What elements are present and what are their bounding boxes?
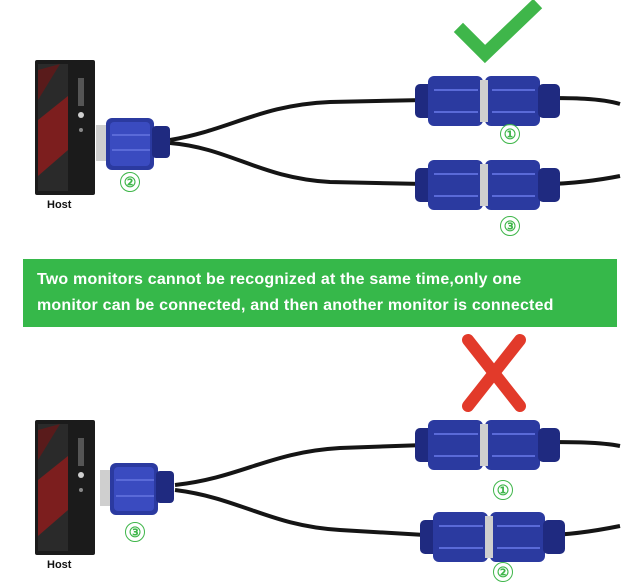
vga-plug-icon [96,118,170,170]
banner-line-1: Two monitors cannot be recognized at the… [37,271,522,288]
host-label: Host [47,559,72,571]
upper-connector-number: ① [493,480,513,500]
host-computer-icon [35,420,95,555]
banner-line-2: monitor can be connected, and then anoth… [37,297,554,314]
check-mark-icon [453,0,543,64]
upper-vga-coupler [415,76,560,126]
lower-connector-number: ③ [500,216,520,236]
upper-connector-number: ① [500,124,520,144]
top-diagram [35,0,621,210]
adapter-number: ③ [125,522,145,542]
lower-connector-number: ② [493,562,513,582]
top-panel: Host ② ① ③ [0,0,640,250]
vga-plug-icon [100,463,174,515]
adapter-number: ② [120,172,140,192]
bottom-diagram [35,334,621,562]
cross-mark-icon [462,334,526,412]
bottom-panel: Host ③ ① ② [0,330,640,585]
host-label: Host [47,199,72,211]
upper-vga-coupler [415,420,560,470]
lower-vga-coupler [420,512,565,562]
host-computer-icon [35,60,95,195]
info-banner: Two monitors cannot be recognized at the… [23,259,617,327]
lower-vga-coupler [415,160,560,210]
